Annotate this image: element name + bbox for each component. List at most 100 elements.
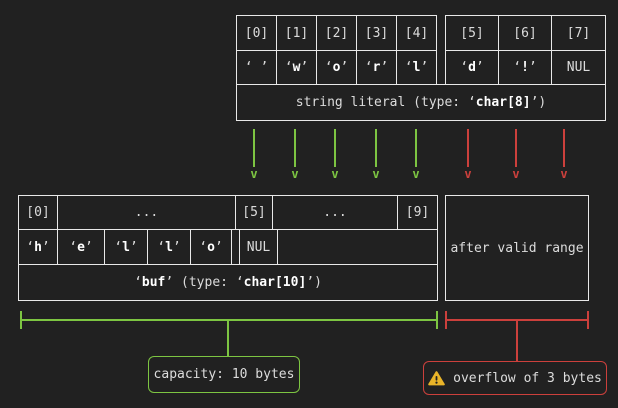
cell-text: e	[77, 239, 85, 255]
overflow-copy-arrow-icon-head: v	[512, 167, 520, 181]
char-cell: ‘d’	[445, 50, 499, 85]
char-cell: NUL	[239, 229, 278, 265]
valid-copy-arrow-icon-shaft	[334, 129, 336, 167]
index-cell: [0]	[18, 195, 58, 230]
string-literal-table-right: [5][6][7]‘d’‘!’NUL	[445, 15, 606, 85]
buf-label: ‘buf’ (type: ‘char[10]’)	[18, 264, 438, 301]
index-cell: [7]	[551, 15, 606, 51]
overflow-copy-arrow-icon-head: v	[560, 167, 568, 181]
cell-text: h	[34, 239, 42, 255]
valid-copy-arrow-icon: v	[369, 129, 383, 181]
index-cell: [2]	[316, 15, 357, 51]
overflow-copy-arrow-icon-shaft	[563, 129, 565, 167]
overflow-copy-arrow-icon-shaft	[515, 129, 517, 167]
cell-text: l	[165, 239, 173, 255]
capacity-note-label: capacity: 10 bytes	[153, 367, 295, 382]
valid-copy-arrow-icon: v	[247, 129, 261, 181]
cell-text: o	[332, 60, 341, 75]
char-cell: ‘w’	[276, 50, 317, 85]
char-cell: ‘l’	[104, 229, 148, 265]
cell-text: ’	[214, 239, 223, 255]
valid-copy-arrow-icon: v	[409, 129, 423, 181]
cell-text: ‘	[157, 239, 166, 255]
cell-text: ‘	[244, 60, 253, 75]
valid-copy-arrow-icon-shaft	[294, 129, 296, 167]
cell-text: d	[468, 60, 476, 75]
sl-left-index-row: [0][1][2][3][4]	[236, 15, 437, 51]
capacity-bracket-line	[20, 319, 438, 321]
cell-text: r	[372, 60, 381, 75]
valid-copy-arrow-icon-head: v	[331, 167, 339, 181]
cell-text: ’	[172, 239, 181, 255]
overflow-copy-arrow-icon: v	[557, 129, 571, 181]
char-cell: NUL	[551, 50, 606, 85]
cell-text: ’	[41, 239, 50, 255]
string-literal-label: string literal (type: ‘char[8]’)	[236, 84, 606, 121]
char-cell: ‘!’	[498, 50, 552, 85]
overflow-copy-arrow-icon: v	[509, 129, 523, 181]
overflow-note: overflow of 3 bytes	[423, 361, 607, 395]
cell-text: ‘	[364, 60, 373, 75]
cell-text: ’	[528, 60, 537, 75]
sl-right-char-row: ‘d’‘!’NUL	[445, 50, 606, 85]
capacity-note: capacity: 10 bytes	[148, 356, 300, 393]
buf-char-row: ‘h’‘e’‘l’‘l’‘o’NUL	[18, 229, 438, 265]
cell-text: ’	[129, 239, 138, 255]
cell-text	[253, 60, 261, 75]
cell-text: o	[207, 239, 215, 255]
cell-text: ’	[475, 60, 484, 75]
valid-copy-arrow-icon-head: v	[372, 167, 380, 181]
valid-copy-arrow-icon-head: v	[250, 167, 258, 181]
valid-copy-arrow-icon: v	[288, 129, 302, 181]
valid-copy-arrow-icon: v	[328, 129, 342, 181]
char-cell: ‘h’	[18, 229, 58, 265]
index-cell: [6]	[498, 15, 552, 51]
cell-text: ‘	[284, 60, 293, 75]
label-segment: ’ (type: ‘	[165, 275, 244, 290]
after-valid-range-box: after valid range	[445, 195, 589, 301]
label-segment: string literal (type: ‘	[295, 95, 476, 110]
label-segment: char[8]	[475, 95, 531, 110]
string-literal-table-left: [0][1][2][3][4]‘ ’‘w’‘o’‘r’‘l’	[236, 15, 437, 85]
sl-right-index-row: [5][6][7]	[445, 15, 606, 51]
index-cell: ...	[57, 195, 236, 230]
overflow-copy-arrow-icon-head: v	[464, 167, 472, 181]
valid-copy-arrow-icon-shaft	[375, 129, 377, 167]
label-segment: ’)	[530, 95, 547, 110]
warning-triangle-icon	[428, 370, 445, 385]
cell-text: ‘	[324, 60, 333, 75]
buf-index-row: [0]...[5]...[9]	[18, 195, 438, 230]
index-cell: ...	[272, 195, 398, 230]
index-cell: [5]	[235, 195, 273, 230]
label-segment: buf	[141, 275, 166, 290]
char-cell: ‘ ’	[236, 50, 277, 85]
cell-text: l	[412, 60, 421, 75]
cell-text: ’	[420, 60, 429, 75]
buf-table: [0]...[5]...[9]‘h’‘e’‘l’‘l’‘o’NUL	[18, 195, 438, 265]
index-cell: [1]	[276, 15, 317, 51]
cell-text: ’	[300, 60, 309, 75]
char-cell: ‘l’	[147, 229, 191, 265]
valid-copy-arrow-icon-shaft	[415, 129, 417, 167]
cell-text: ‘	[69, 239, 78, 255]
index-cell: [9]	[397, 195, 438, 230]
label-segment: ‘	[134, 275, 142, 290]
char-cell: ‘l’	[396, 50, 437, 85]
cell-text: ’	[380, 60, 389, 75]
cell-text: w	[292, 60, 301, 75]
cell-text: ‘	[404, 60, 413, 75]
index-cell: [0]	[236, 15, 277, 51]
cell-text: ‘	[460, 60, 469, 75]
cell-text: !	[521, 60, 529, 75]
valid-copy-arrow-icon-shaft	[253, 129, 255, 167]
overflow-note-label: overflow of 3 bytes	[453, 370, 602, 386]
capacity-bracket-stem	[227, 320, 229, 356]
overflow-copy-arrow-icon: v	[461, 129, 475, 181]
cell-text: ’	[84, 239, 93, 255]
char-cell: ‘r’	[356, 50, 397, 85]
cell-text: ‘	[199, 239, 208, 255]
overflow-bracket-stem	[516, 320, 518, 362]
valid-copy-arrow-icon-head: v	[412, 167, 420, 181]
overflow-copy-arrow-icon-shaft	[467, 129, 469, 167]
